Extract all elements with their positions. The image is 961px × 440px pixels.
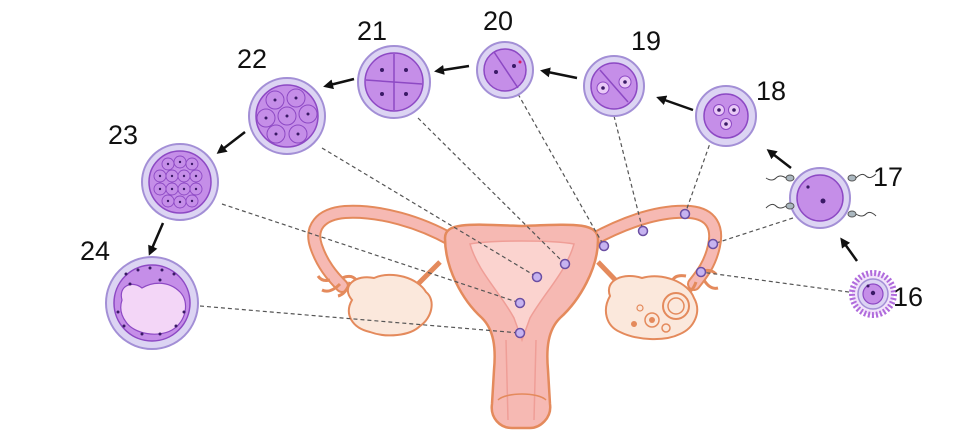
stage-18-zygote	[696, 86, 756, 146]
stage-label-19: 19	[631, 26, 661, 56]
stage-label-18: 18	[756, 76, 786, 106]
stage-21-four-cell	[358, 46, 430, 118]
stage-label-16: 16	[893, 282, 923, 312]
stage-23-late-morula	[142, 144, 218, 220]
stage-label-21: 21	[357, 16, 387, 46]
stage-label-20: 20	[483, 6, 513, 36]
left-ovary	[348, 275, 432, 336]
stage-label-23: 23	[108, 120, 138, 150]
stage-19-first-cleavage	[584, 56, 644, 116]
stage-16-oocyte	[852, 273, 894, 315]
stage-22-morula	[249, 78, 325, 154]
stage-17-fertilization	[766, 168, 876, 228]
stage-24-blastocyst	[106, 257, 198, 349]
right-ovary	[606, 276, 697, 339]
stage-label-22: 22	[237, 44, 267, 74]
stage-20-two-cell	[477, 42, 533, 98]
stage-label-17: 17	[873, 162, 903, 192]
stage-label-24: 24	[80, 236, 110, 266]
